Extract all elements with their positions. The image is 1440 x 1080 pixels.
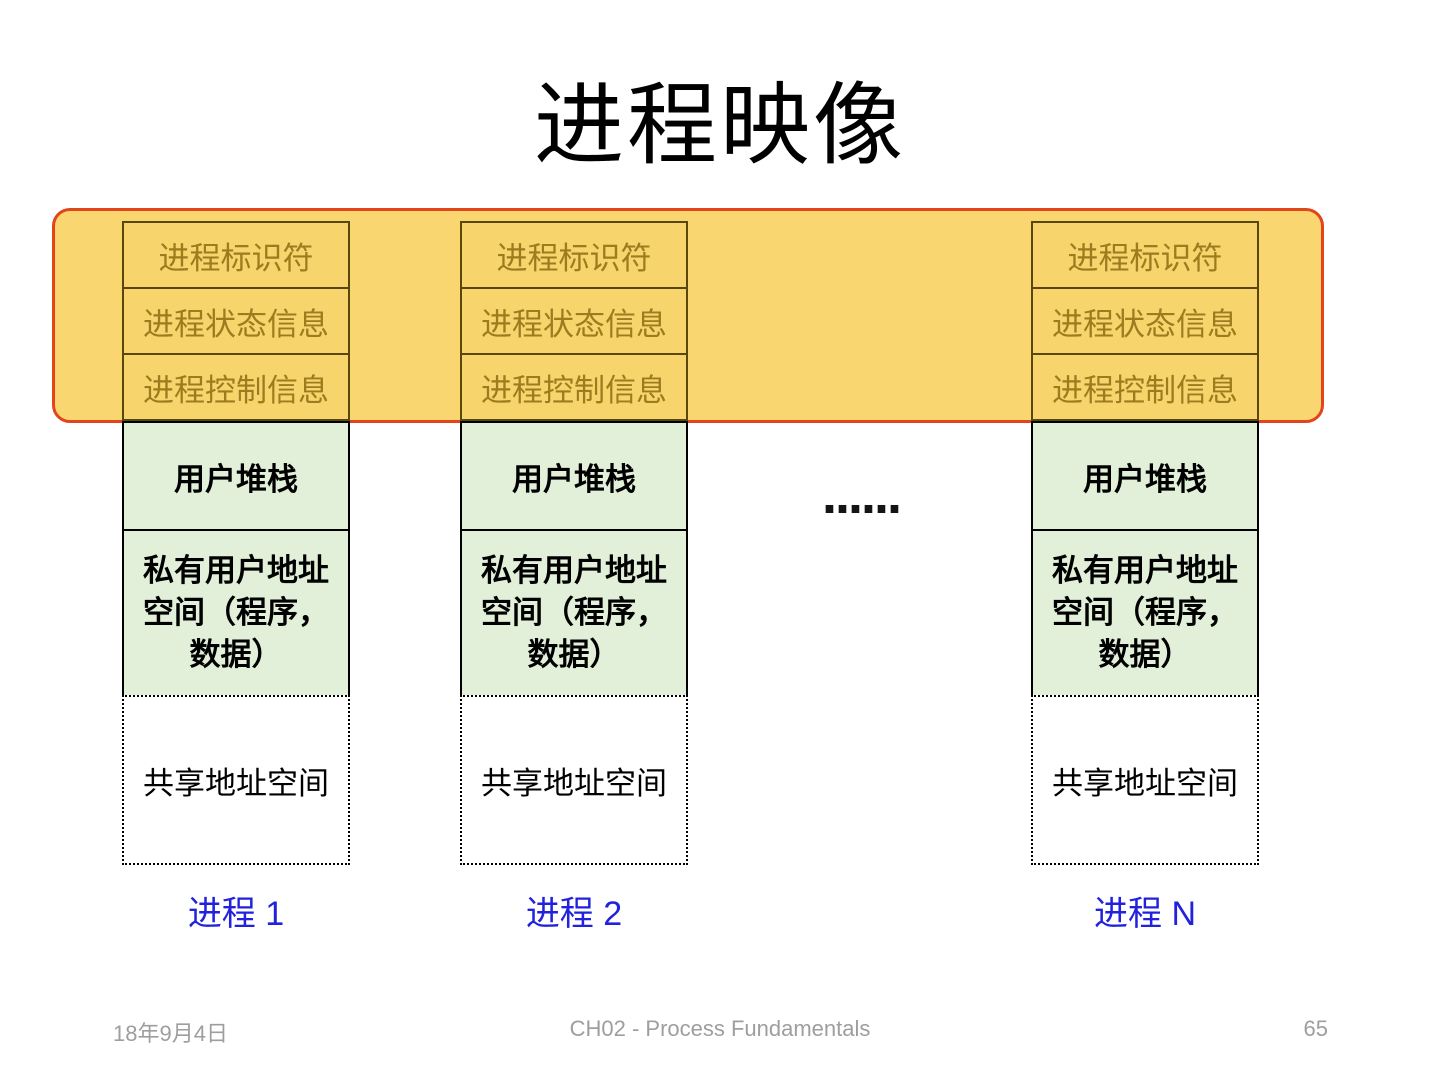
shared-address-space-box: 共享地址空间 xyxy=(460,695,688,865)
pcb-identifier-box: 进程标识符 xyxy=(122,221,350,289)
private-address-space-box: 私有用户地址 空间（程序， 数据） xyxy=(122,529,350,697)
private-address-space-box: 私有用户地址 空间（程序， 数据） xyxy=(1031,529,1259,697)
pcb-state-box: 进程状态信息 xyxy=(460,287,688,355)
footer-date: 18年9月4日 xyxy=(113,1021,228,1046)
process-label: 进程 2 xyxy=(525,895,623,933)
private-address-space-box: 私有用户地址 空间（程序， 数据） xyxy=(460,529,688,697)
user-stack-box: 用户堆栈 xyxy=(1031,421,1259,531)
pcb-control-box: 进程控制信息 xyxy=(122,353,350,421)
shared-address-space-box: 共享地址空间 xyxy=(122,695,350,865)
pcb-control-box: 进程控制信息 xyxy=(1031,353,1259,421)
footer-page-number: 65 xyxy=(1303,1016,1328,1041)
process-label: 进程 N xyxy=(1094,895,1196,933)
shared-address-space-box: 共享地址空间 xyxy=(1031,695,1259,865)
pcb-state-box: 进程状态信息 xyxy=(122,287,350,355)
pcb-state-box: 进程状态信息 xyxy=(1031,287,1259,355)
process-column-1: 进程标识符 进程状态信息 进程控制信息 用户堆栈 私有用户地址 空间（程序， 数… xyxy=(122,0,350,1080)
process-column-2: 进程标识符 进程状态信息 进程控制信息 用户堆栈 私有用户地址 空间（程序， 数… xyxy=(460,0,688,1080)
process-column-n: 进程标识符 进程状态信息 进程控制信息 用户堆栈 私有用户地址 空间（程序， 数… xyxy=(1031,0,1259,1080)
slide-title: 进程映像 xyxy=(534,76,906,176)
footer-course-title: CH02 - Process Fundamentals xyxy=(569,1016,871,1041)
more-processes-ellipsis: ...... xyxy=(821,465,902,525)
pcb-identifier-box: 进程标识符 xyxy=(460,221,688,289)
process-label: 进程 1 xyxy=(187,895,285,933)
user-stack-box: 用户堆栈 xyxy=(122,421,350,531)
user-stack-box: 用户堆栈 xyxy=(460,421,688,531)
pcb-control-box: 进程控制信息 xyxy=(460,353,688,421)
pcb-identifier-box: 进程标识符 xyxy=(1031,221,1259,289)
